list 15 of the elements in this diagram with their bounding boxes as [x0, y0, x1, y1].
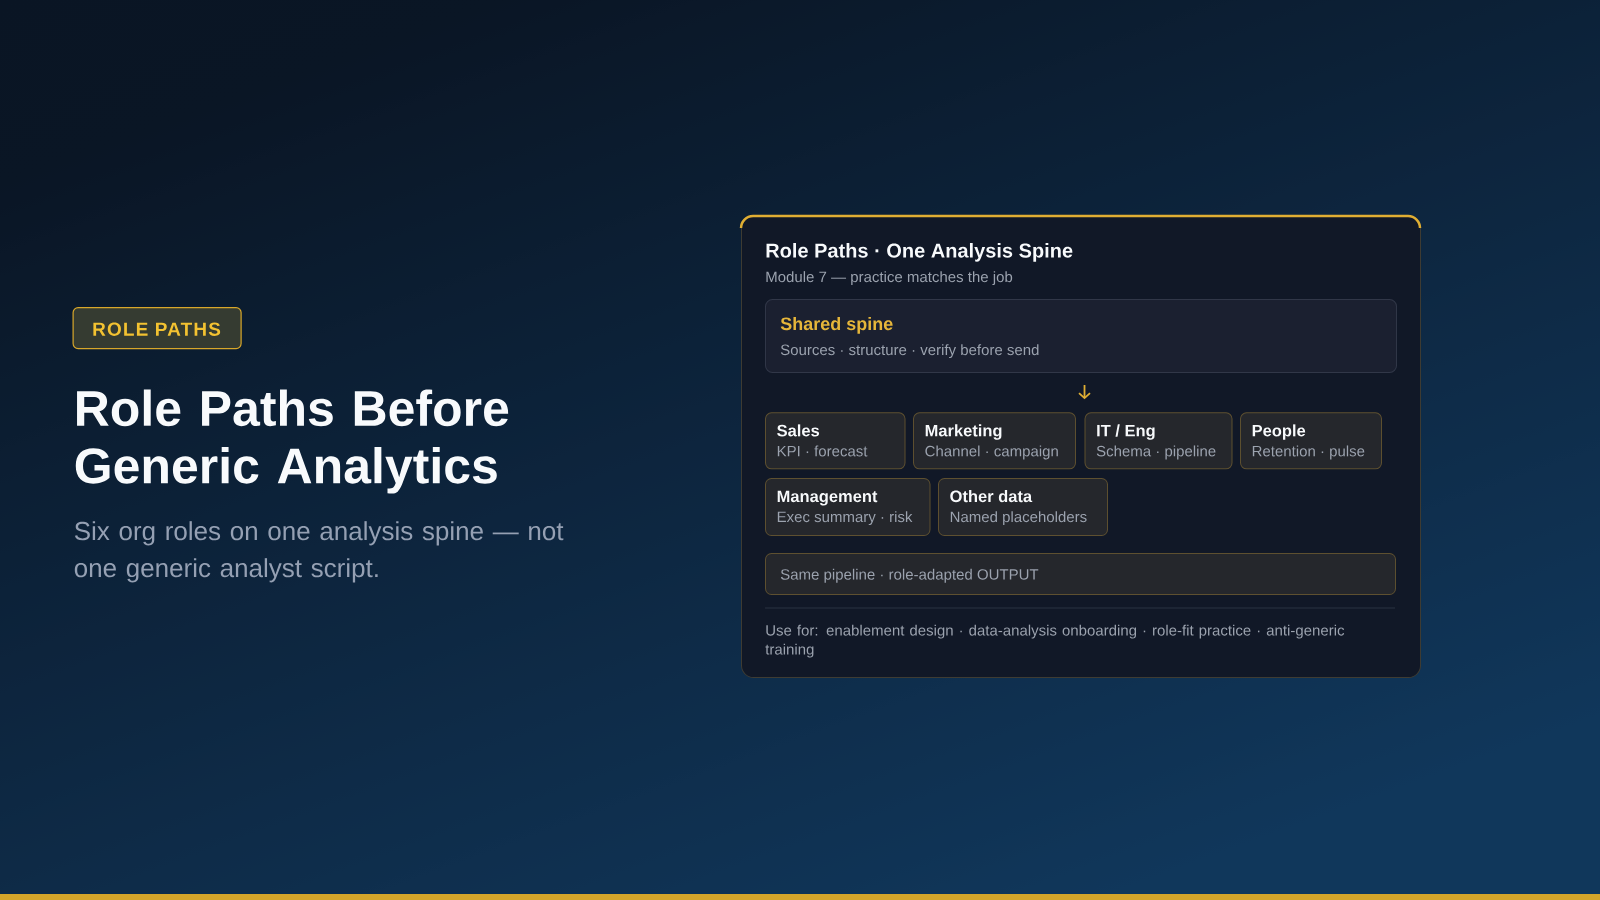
arrow	[1078, 384, 1091, 400]
role-box: People Retention · pulse	[1240, 412, 1382, 470]
spine-box: Shared spine Sources · structure · verify before send	[765, 299, 1397, 373]
card-title: Role Paths · One Analysis Spine	[766, 243, 1073, 262]
card-subtitle: Module 7 — practice matches the job	[766, 271, 1013, 286]
tag-badge: ROLE PATHS	[72, 307, 242, 350]
subtitle: Six org roles on one analysis spine — not one generic analyst script.	[74, 521, 564, 583]
role-box: IT / Eng Schema · pipeline	[1084, 412, 1233, 470]
footnote: Use for: enablement design · data-analysis onboarding · role-fit practice · anti-generic training	[765, 624, 1345, 658]
role-box: Management Exec summary · risk	[765, 478, 931, 536]
role-box: Other data Named placeholders	[938, 478, 1108, 536]
output-bar: Same pipeline · role-adapted OUTPUT	[765, 553, 1396, 595]
role-box: Marketing Channel · campaign	[913, 412, 1076, 470]
role-box: Sales KPI · forecast	[765, 412, 906, 470]
heading: Role Paths Before Generic Analytics	[75, 389, 509, 494]
